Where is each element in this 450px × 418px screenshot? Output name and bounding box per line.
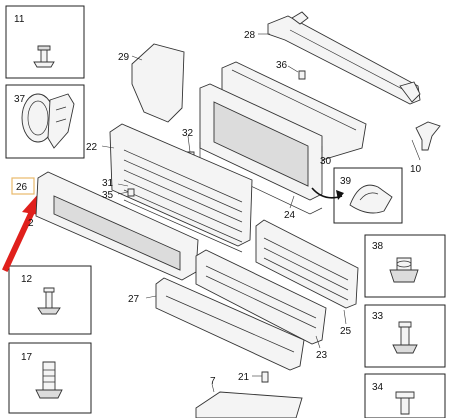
detail-box-34: 34: [364, 373, 446, 418]
detail-box-37: 37: [5, 84, 85, 159]
label-29: 29: [118, 52, 130, 63]
label-36: 36: [276, 60, 288, 71]
label-31: 31: [102, 178, 114, 189]
label-26: 26: [16, 182, 28, 193]
part-36-screw: [298, 70, 306, 80]
part-28-upper-bar: [267, 11, 421, 105]
part-35-screw: [127, 188, 135, 197]
highlight-box-26: [11, 177, 35, 195]
detail-box-17: 17: [8, 342, 92, 414]
label-35: 35: [102, 190, 114, 201]
label-23: 23: [316, 350, 328, 361]
label-33: 33: [372, 311, 384, 322]
label-37: 37: [14, 94, 26, 105]
label-22: 22: [86, 142, 98, 153]
detail-box-38: 38: [364, 234, 446, 298]
part-22-active-shutter: [109, 123, 253, 253]
part-7-undertray: [195, 391, 303, 418]
part-29-side-deflector: [131, 43, 185, 123]
label-38: 38: [372, 241, 384, 252]
label-17: 17: [21, 352, 33, 363]
label-25: 25: [340, 326, 352, 337]
label-39: 39: [340, 176, 352, 187]
detail-box-12: 12: [8, 265, 92, 335]
detail-box-39: 39: [333, 167, 403, 224]
label-12: 12: [21, 274, 33, 285]
part-21-bolt: [261, 371, 269, 383]
part-23-lower-strip: [195, 249, 327, 345]
label-7: 7: [210, 376, 216, 387]
label-10: 10: [410, 164, 422, 175]
label-2: 2: [28, 218, 34, 229]
part-10-bracket: [415, 121, 441, 151]
leader-lines: [101, 33, 421, 393]
label-28: 28: [244, 30, 256, 41]
label-11: 11: [14, 14, 25, 25]
label-27: 27: [128, 294, 140, 305]
detail-box-33: 33: [364, 304, 446, 368]
label-24: 24: [284, 210, 296, 221]
part-24-radiator-shroud: [199, 83, 323, 215]
label-32: 32: [182, 128, 194, 139]
part-2-lower-frame: [35, 171, 199, 281]
label-30: 30: [320, 156, 332, 167]
label-21: 21: [238, 372, 250, 383]
part-27-lower-strip: [155, 277, 305, 371]
arrow-39: [311, 187, 344, 200]
part-25-grille-strip: [255, 219, 359, 309]
label-34: 34: [372, 382, 384, 393]
detail-box-11: 11: [5, 5, 85, 79]
